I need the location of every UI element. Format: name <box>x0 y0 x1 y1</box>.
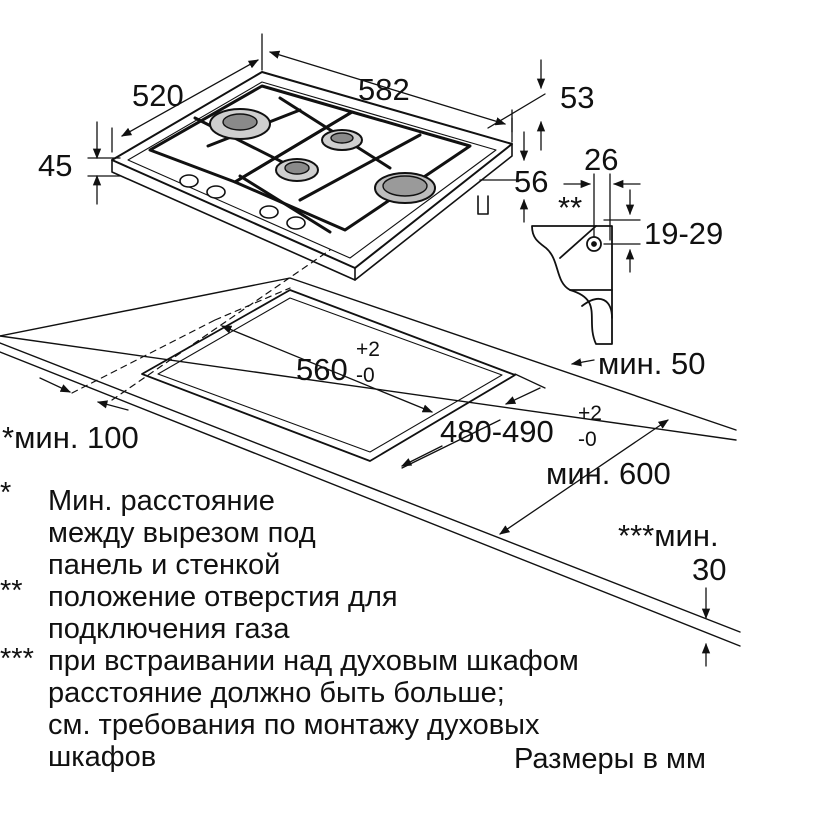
footnote-line: между вырезом под <box>48 517 316 549</box>
worktop-front-edge <box>0 342 741 633</box>
footnote-line: подключения газа <box>48 613 290 645</box>
dim-height: 45 <box>38 148 72 183</box>
worktop-top-edge <box>0 277 737 431</box>
dim-depth: 520 <box>132 78 184 113</box>
footnote-marker: *** <box>0 643 34 675</box>
control-knobs <box>179 174 306 230</box>
hob-front-edge <box>111 159 356 281</box>
footnote-line: Мин. расстояние <box>48 485 275 517</box>
dim-cutout-depth: 480-490 <box>440 414 554 449</box>
dimension-lines <box>39 33 711 667</box>
dim-width: 582 <box>358 72 410 107</box>
footnote-line: положение отверстия для <box>48 581 398 613</box>
dim-min-back: мин. 50 <box>598 346 705 381</box>
knob-icon <box>259 205 279 219</box>
dim-cutout-depth-tol-minus: -0 <box>578 428 597 451</box>
gas-marker: ** <box>558 190 582 225</box>
dim-min-front: мин. 600 <box>546 456 671 491</box>
footnotes: * Мин. расстояние между вырезом под пане… <box>0 477 706 775</box>
knob-icon <box>206 185 226 199</box>
dim-cutout-width-tol-minus: -0 <box>356 364 375 387</box>
dim-cutout-width: 560 <box>296 352 348 387</box>
gas-connector-pipe <box>477 195 489 215</box>
footnote-line: расстояние должно быть больше; <box>48 677 505 709</box>
hob-right-edge <box>354 143 513 281</box>
dim-connector-width: 26 <box>584 142 618 177</box>
connector-profile <box>531 225 613 345</box>
footnote-line: шкафов <box>48 741 156 773</box>
footnote-marker: ** <box>0 575 23 607</box>
dim-min-oven-prefix: ***мин. <box>618 518 719 553</box>
dim-connector-height: 19-29 <box>644 216 723 251</box>
worktop-front-lower-edge <box>0 351 741 647</box>
worktop-cutout <box>141 289 516 462</box>
units-note: Размеры в мм <box>514 743 706 775</box>
dim-min-oven-value: 30 <box>692 552 726 587</box>
dim-cutout-width-tol-plus: +2 <box>356 338 380 361</box>
footnote-line: см. требования по монтажу духовых <box>48 709 540 741</box>
cutout-inner-edge <box>157 297 503 453</box>
gas-connection-detail <box>531 225 613 345</box>
projection-dashed-lines <box>71 249 331 401</box>
dim-cutout-depth-tol-plus: +2 <box>578 402 602 425</box>
footnote-marker: * <box>0 477 11 509</box>
knob-icon <box>179 174 199 188</box>
footnote-line: панель и стенкой <box>48 549 280 581</box>
footnote-line: при встраивании над духовым шкафом <box>48 645 579 677</box>
dim-side-offset: 53 <box>560 80 594 115</box>
dim-gas-offset: 56 <box>514 164 548 199</box>
dim-min-side: *мин. 100 <box>2 420 139 455</box>
knob-icon <box>286 216 306 230</box>
dimension-labels: 520 582 45 53 56 26 19-29 ** мин. 50 560… <box>2 72 726 587</box>
